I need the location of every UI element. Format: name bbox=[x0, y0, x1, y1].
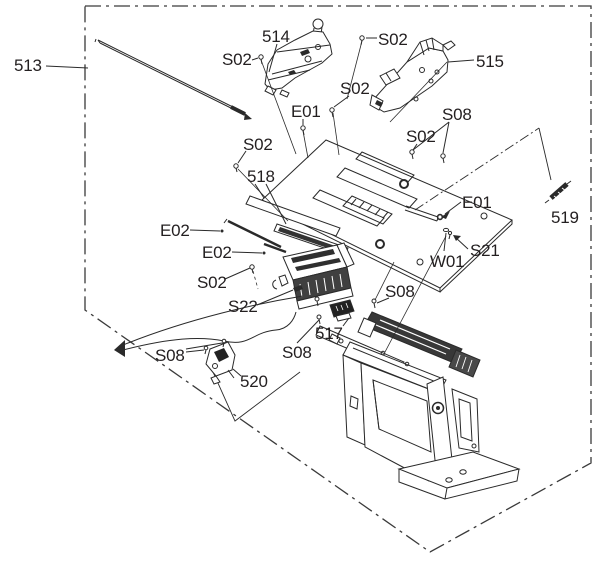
callout-s08-1: S08 bbox=[442, 105, 472, 124]
part-carriage-unit-514 bbox=[264, 18, 333, 98]
part-holder-520 bbox=[205, 341, 236, 385]
part-connector-517 bbox=[329, 299, 355, 322]
part-carriage-shaft-513 bbox=[94, 38, 252, 120]
callout-s22: S22 bbox=[228, 297, 258, 316]
leader-lines bbox=[45, 37, 475, 377]
part-main-plate bbox=[261, 139, 513, 293]
construction-lines bbox=[237, 40, 447, 353]
callout-517: 517 bbox=[315, 324, 343, 343]
callout-e01-2: E01 bbox=[462, 193, 492, 212]
part-spring-519 bbox=[414, 127, 572, 211]
callout-519: 519 bbox=[551, 208, 579, 227]
callout-520: 520 bbox=[240, 372, 268, 391]
callout-s02-1: S02 bbox=[222, 50, 252, 69]
part-printhead-unit bbox=[272, 242, 355, 310]
callout-s08-2: S08 bbox=[385, 282, 415, 301]
callout-s08-3: S08 bbox=[282, 343, 312, 362]
callout-e02-1: E02 bbox=[160, 221, 190, 240]
callout-s02-5: S02 bbox=[243, 135, 273, 154]
diagram-border bbox=[84, 5, 592, 553]
callout-s02-6: S02 bbox=[197, 273, 227, 292]
callout-s02-4: S02 bbox=[406, 127, 436, 146]
callout-e01-1: E01 bbox=[291, 102, 321, 121]
callout-518: 518 bbox=[247, 167, 275, 186]
part-chassis-frame bbox=[315, 311, 521, 500]
callout-513: 513 bbox=[14, 56, 42, 75]
callout-s21: S21 bbox=[470, 241, 500, 260]
part-slide-strips-518 bbox=[245, 195, 349, 256]
callout-s02-3: S02 bbox=[340, 79, 370, 98]
callout-515: 515 bbox=[476, 52, 504, 71]
part-bracket-515 bbox=[369, 37, 456, 123]
callout-514: 514 bbox=[262, 27, 290, 46]
callout-s08-4: S08 bbox=[155, 346, 185, 365]
callout-e02-2: E02 bbox=[202, 243, 232, 262]
callout-s02-2: S02 bbox=[378, 30, 408, 49]
part-pins-e02 bbox=[223, 218, 287, 254]
callout-labels: 513 514 S02 S02 515 E01 S02 S08 S02 S02 … bbox=[14, 27, 579, 391]
callout-w01: W01 bbox=[430, 252, 464, 271]
